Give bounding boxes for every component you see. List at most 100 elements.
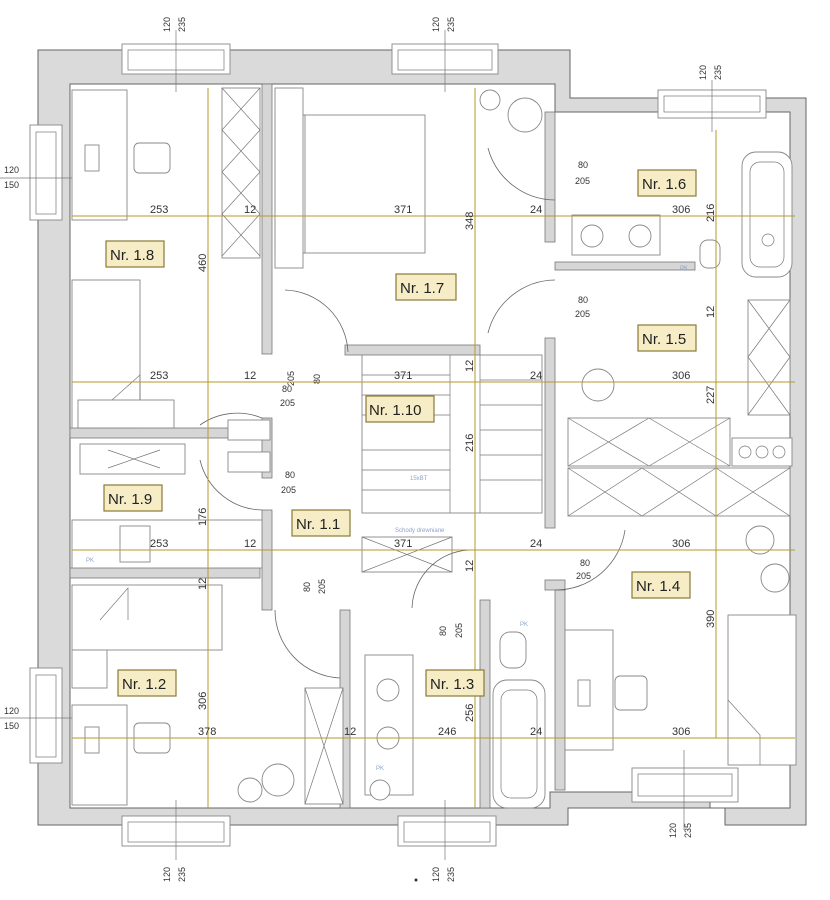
window-label-left-2-height: 150 [4,721,19,731]
room-box-12 [117,669,177,697]
dim-306-row1: 306 [672,204,690,216]
dim-12-col2b: 12 [464,560,476,572]
desk-18 [71,89,128,221]
room-box-11 [291,509,351,537]
room-box-110 [365,395,435,423]
wall-14-left [554,589,566,791]
room-label-15: Nr. 1.5 [642,331,686,348]
room-label-17: Nr. 1.7 [400,280,444,297]
window-label-top-1-height: 235 [177,17,187,32]
door-label-16-h: 205 [575,176,590,186]
plant-12a [237,777,263,803]
door-label-19-h: 205 [281,485,296,495]
window-label-top-2-height: 235 [446,17,456,32]
radiator-11b [227,451,271,473]
dim-460: 460 [197,254,209,272]
stairs-code: 15xBT [410,476,428,482]
wardrobe-18 [221,87,261,259]
room-box-15 [637,324,697,352]
door-16 [487,147,556,201]
window-leaders [0,30,713,860]
pk-marker-19: PK [86,558,94,564]
room-label-13: Nr. 1.3 [430,676,474,693]
desk-18b [77,399,175,429]
door-label-18-h: 205 [280,398,295,408]
monitor-12 [84,726,100,754]
window-left-2 [29,667,63,764]
cabinet-15 [567,417,731,467]
dim-12-row1: 12 [244,204,256,216]
dim-24-row1: 24 [530,204,542,216]
furniture: Schody drewniane 15xBT [71,87,797,809]
plant-17a [479,89,501,111]
door-14 [554,529,626,591]
dim-24-row4: 24 [530,726,542,738]
window-label-bottom-1-height: 235 [177,867,187,882]
toilet-16 [699,239,721,269]
wall-16-15 [554,261,696,271]
dim-306-row4: 306 [672,726,690,738]
dim-24-row2: 24 [530,370,542,382]
dim-371-row2: 371 [394,370,412,382]
nightstand-12 [71,649,108,689]
wall-19-12 [69,567,261,579]
chair-15 [581,368,615,402]
window-label-top-2-width: 120 [431,17,441,32]
room-box-18 [105,240,165,268]
dim-216-col2: 216 [464,434,476,452]
shelf-19 [71,519,263,569]
wall-18-17 [261,83,273,355]
dim-24-row3: 24 [530,538,542,550]
dim-256: 256 [464,704,476,722]
dim-306-col1: 306 [197,692,209,710]
room-label-11: Nr. 1.1 [296,516,340,533]
window-label-left-2-width: 120 [4,706,19,716]
door-19 [199,459,263,511]
window-label-bottom-2-width: 120 [431,867,441,882]
wall-17-16 [544,111,556,243]
dim-390: 390 [705,610,717,628]
window-label-top-3-width: 120 [698,65,708,80]
vanity-13 [364,654,414,796]
bathtub-13 [492,679,546,809]
room-label-18: Nr. 1.8 [110,247,154,264]
door-label-14-h: 205 [576,571,591,581]
stairs-110 [361,354,543,514]
dim-176: 176 [197,508,209,526]
door-label-18-w: 80 [282,384,292,394]
stairs-note: Schody drewniane [395,528,445,534]
dim-348: 348 [464,212,476,230]
wall-11-19 [261,417,273,479]
window-left-2-inner [35,674,57,758]
stove-15 [731,437,793,467]
door-label-15-h: 205 [575,309,590,319]
dim-216-col3: 216 [705,204,717,222]
wall-14-corner [544,579,566,591]
door-18 [199,412,263,426]
plant-12b [261,763,295,797]
pk-marker-13: PK [520,622,528,628]
door-label-13-h: 205 [454,623,464,638]
pk-marker-13b: PK [376,766,384,772]
door-label-17-h: 205 [286,371,296,386]
plant-14b [760,563,790,593]
window-label-top-3-height: 235 [713,65,723,80]
room-label-16: Nr. 1.6 [642,176,686,193]
nightstand-17 [274,87,304,269]
door-label-12-h: 205 [317,579,327,594]
door-label-19-w: 80 [285,470,295,480]
ironing-19 [79,443,186,475]
dim-12-col2a: 12 [464,360,476,372]
desk-12 [71,704,128,806]
dim-253-row1: 253 [150,204,168,216]
window-label-bottom-3-height: 235 [683,823,693,838]
box-19 [119,525,151,563]
room-label-19: Nr. 1.9 [108,491,152,508]
dim-253-row3: 253 [150,538,168,550]
window-left-1-inner [35,131,57,215]
monitor-14 [577,679,591,707]
dim-12-row4: 12 [344,726,356,738]
dim-227: 227 [705,386,717,404]
dim-12-row2: 12 [244,370,256,382]
